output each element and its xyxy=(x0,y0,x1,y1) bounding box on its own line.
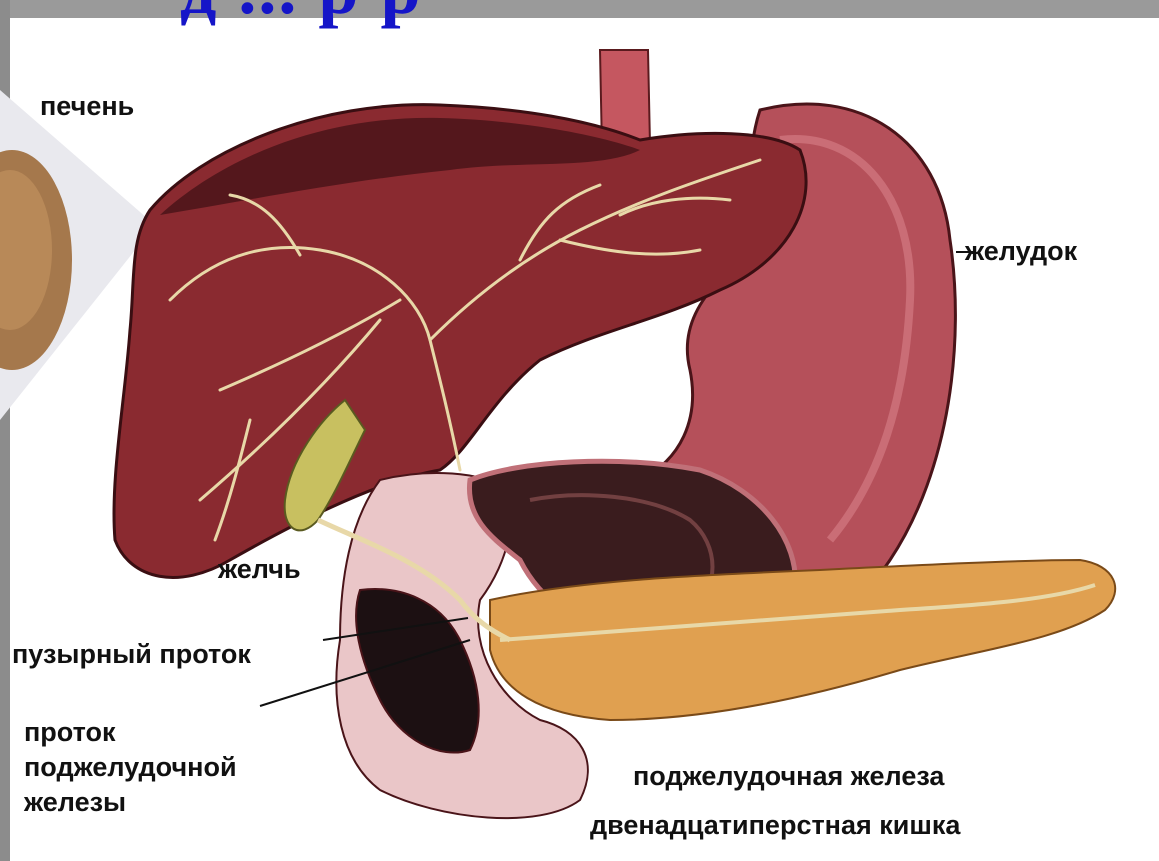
pancreas-label: поджелудочная железа xyxy=(633,763,944,790)
stomach-label: желудок xyxy=(965,238,1077,265)
liver-label: печень xyxy=(40,93,134,120)
gallbladder-label: желчь xyxy=(218,556,301,583)
pancreatic-duct-label: проток поджелудочной железы xyxy=(24,715,237,820)
cystic-duct-label: пузырный проток xyxy=(12,641,251,668)
duodenum-label: двенадцатиперстная кишка xyxy=(590,812,960,839)
